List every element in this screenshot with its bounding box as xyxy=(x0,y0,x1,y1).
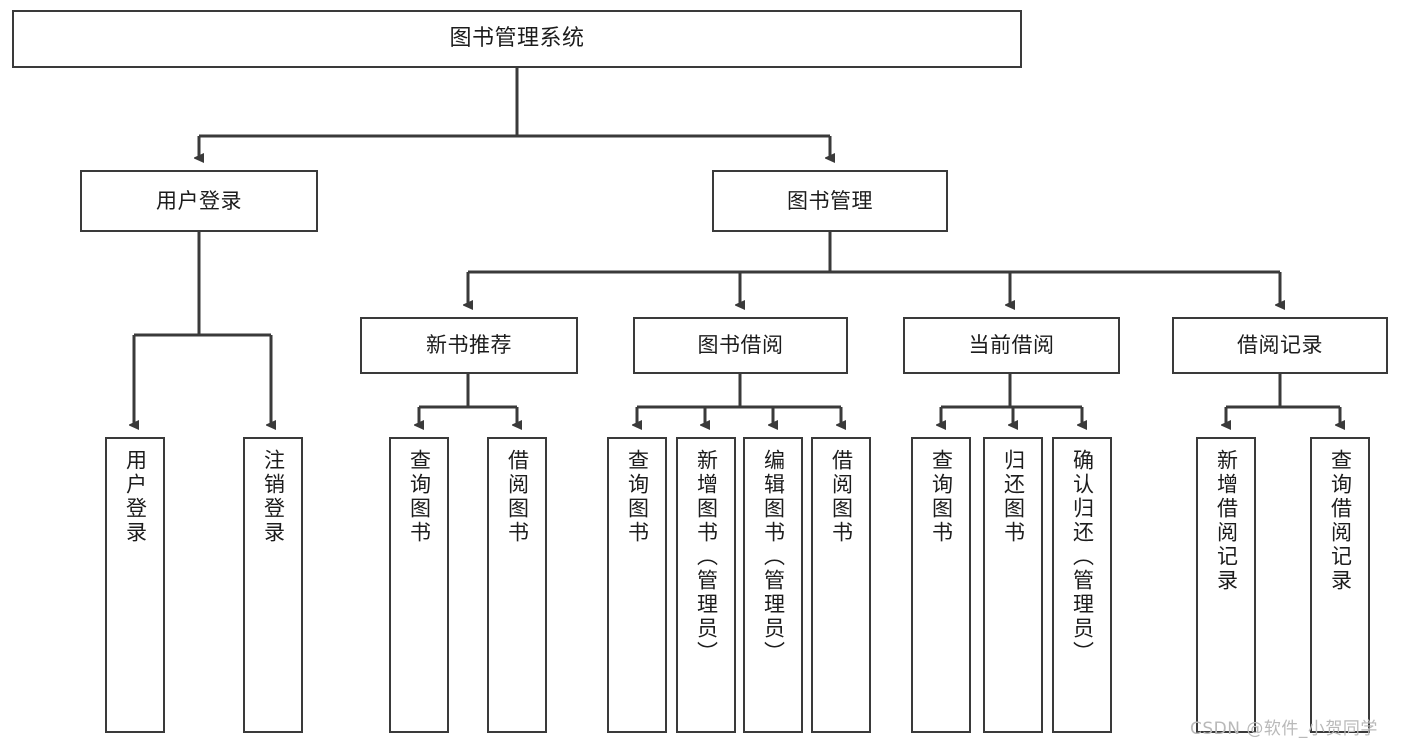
node-leaf-logout-label: 注销登录 xyxy=(261,449,286,545)
node-leaf-query-record-label: 查询借阅记录 xyxy=(1328,449,1353,593)
node-leaf-add-book[interactable]: 新增图书（管理员） xyxy=(676,437,736,733)
node-leaf-query-record[interactable]: 查询借阅记录 xyxy=(1310,437,1370,733)
node-leaf-user-login-label: 用户登录 xyxy=(123,449,148,545)
node-new-book-rec[interactable]: 新书推荐 xyxy=(360,317,578,374)
node-user-login-label: 用户登录 xyxy=(156,188,242,213)
node-book-borrow[interactable]: 图书借阅 xyxy=(633,317,848,374)
node-root[interactable]: 图书管理系统 xyxy=(12,10,1022,68)
node-current-borrow[interactable]: 当前借阅 xyxy=(903,317,1120,374)
node-leaf-user-login[interactable]: 用户登录 xyxy=(105,437,165,733)
node-leaf-confirm-return-label: 确认归还（管理员） xyxy=(1070,449,1095,665)
node-leaf-confirm-return[interactable]: 确认归还（管理员） xyxy=(1052,437,1112,733)
node-leaf-add-book-label: 新增图书（管理员） xyxy=(694,449,719,665)
node-leaf-query-book-3[interactable]: 查询图书 xyxy=(911,437,971,733)
node-new-book-rec-label: 新书推荐 xyxy=(426,333,512,358)
node-leaf-borrow-book-1[interactable]: 借阅图书 xyxy=(487,437,547,733)
node-user-login[interactable]: 用户登录 xyxy=(80,170,318,232)
node-leaf-logout[interactable]: 注销登录 xyxy=(243,437,303,733)
node-leaf-return-book[interactable]: 归还图书 xyxy=(983,437,1043,733)
node-leaf-edit-book[interactable]: 编辑图书（管理员） xyxy=(743,437,803,733)
node-borrow-record[interactable]: 借阅记录 xyxy=(1172,317,1388,374)
node-root-label: 图书管理系统 xyxy=(449,26,585,52)
node-leaf-borrow-book-2[interactable]: 借阅图书 xyxy=(811,437,871,733)
node-leaf-borrow-book-2-label: 借阅图书 xyxy=(829,449,854,545)
node-leaf-edit-book-label: 编辑图书（管理员） xyxy=(761,449,786,665)
node-leaf-query-book-3-label: 查询图书 xyxy=(929,449,954,545)
node-leaf-borrow-book-1-label: 借阅图书 xyxy=(505,449,530,545)
node-leaf-add-record-label: 新增借阅记录 xyxy=(1214,449,1239,593)
node-book-manage[interactable]: 图书管理 xyxy=(712,170,948,232)
node-book-borrow-label: 图书借阅 xyxy=(697,333,784,358)
node-current-borrow-label: 当前借阅 xyxy=(968,333,1055,358)
node-leaf-add-record[interactable]: 新增借阅记录 xyxy=(1196,437,1256,733)
node-book-manage-label: 图书管理 xyxy=(787,188,873,213)
node-borrow-record-label: 借阅记录 xyxy=(1237,333,1323,358)
node-leaf-query-book-1-label: 查询图书 xyxy=(407,449,432,545)
node-leaf-query-book-1[interactable]: 查询图书 xyxy=(389,437,449,733)
node-leaf-query-book-2[interactable]: 查询图书 xyxy=(607,437,667,733)
node-leaf-return-book-label: 归还图书 xyxy=(1001,449,1026,545)
node-leaf-query-book-2-label: 查询图书 xyxy=(625,449,650,545)
csdn-watermark: CSDN @软件_小贺同学 xyxy=(1190,719,1378,739)
